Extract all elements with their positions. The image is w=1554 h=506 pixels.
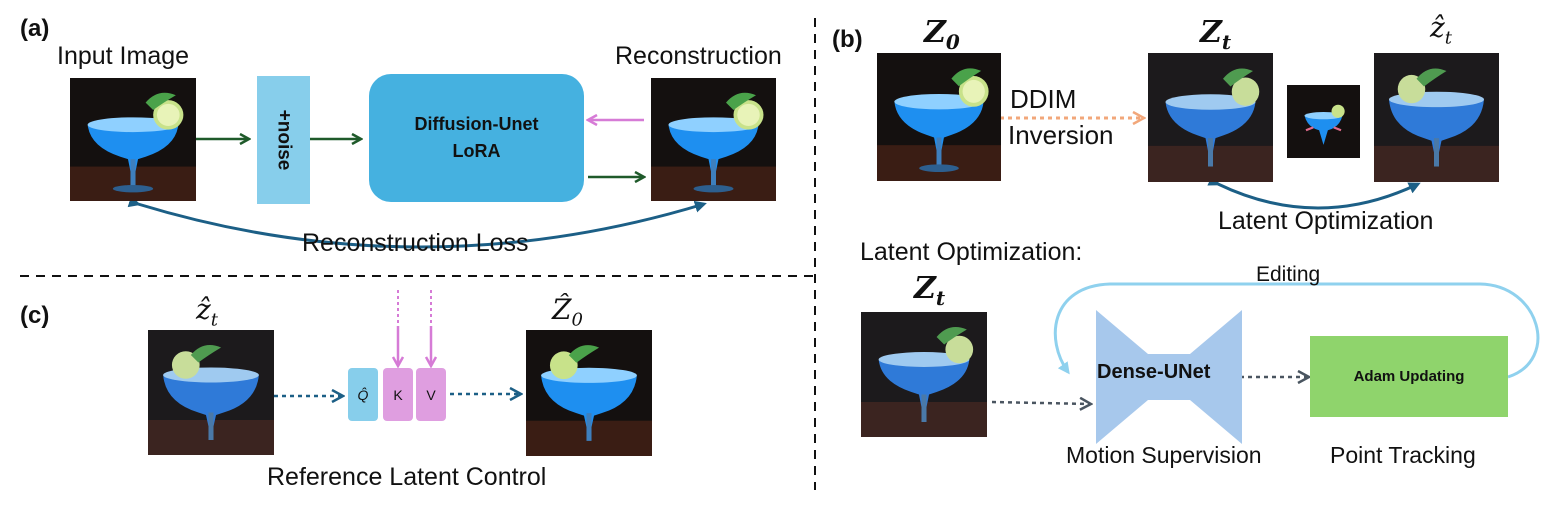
arrow-latent-optimization [1207,174,1421,210]
panel-label-a: (a) [20,15,50,42]
noise-label: +noise [273,109,295,171]
dense-unet-shape [1096,310,1242,444]
cocktail-image [1287,85,1360,158]
zhat-sub-c: t [210,309,218,331]
arrow-zt-to-unet [991,402,1090,404]
noise-box: +noise [257,76,310,204]
zt-image [1148,53,1273,182]
cocktail-image [861,312,987,437]
ddim-label: DDIM [1010,84,1077,114]
cocktail-image [651,78,776,201]
cocktail-image [70,78,196,201]
v-token: V [416,368,446,421]
small-edit-image [1287,85,1360,158]
zt2-sub: t [935,286,946,310]
zhat-sub-b: t [1444,27,1452,49]
reconstruction-label: Reconstruction [615,42,782,70]
z0-sub: 0 [945,30,960,54]
inversion-label: Inversion [1008,120,1114,150]
z0-base: Z [924,15,946,50]
reconstruction-loss-label: Reconstruction Loss [302,229,529,257]
panel-label-c: (c) [20,302,50,329]
z0hat-image [526,330,652,456]
latent-optimization-title: Latent Optimization: [860,238,1083,266]
z0hat-sub: 0 [571,309,583,331]
cocktail-image [148,330,274,455]
point-tracking-label: Point Tracking [1330,442,1476,468]
q-token: Q̂ [348,368,378,421]
lora-label: LoRA [452,141,501,161]
zt2-symbol: Zt [914,271,946,310]
cocktail-image [526,330,652,456]
zhat-image-c [148,330,274,455]
arrow-reconstruction-loss [127,195,707,249]
adam-updating-label: Adam Updating [1353,368,1465,385]
reconstruction-image [651,78,776,201]
input-image [70,78,196,201]
zt2-image [861,312,987,437]
cocktail-image [1374,53,1499,182]
k-label: K [393,386,403,403]
dense-unet-label: Dense-UNet [1097,361,1211,383]
diffusion-unet-label: Diffusion-Unet [414,114,539,134]
diffusion-unet-box: Diffusion-Unet LoRA [369,74,584,202]
reference-latent-control-label: Reference Latent Control [267,463,547,491]
z0-symbol: Z0 [924,15,960,54]
cocktail-image [877,53,1001,181]
arrow-editing-loop [1053,282,1540,379]
latent-optimization-label: Latent Optimization [1218,207,1434,235]
q-label: Q̂ [357,386,369,403]
v-label: V [426,386,436,403]
zhat-base-b: ẑ [1430,11,1445,44]
input-image-label: Input Image [57,42,190,70]
editing-label: Editing [1256,263,1321,286]
zt-symbol: Zt [1200,15,1232,54]
zt-base: Z [1200,15,1222,50]
adam-updating-box: Adam Updating [1310,336,1508,417]
k-token: K [383,368,413,421]
z0hat-base: Ẑ [552,293,572,326]
zhat-base-c: ẑ [196,293,211,326]
motion-supervision-label: Motion Supervision [1066,442,1262,468]
panel-label-b: (b) [832,26,863,53]
zhat-symbol-b: ẑt [1430,14,1452,48]
zhat-symbol-c: ẑt [196,296,218,330]
z0-image [877,53,1001,181]
zt-sub: t [1221,30,1232,54]
z0hat-symbol: Ẑ0 [552,296,583,330]
cocktail-image [1148,53,1273,182]
zhat-image-b [1374,53,1499,182]
zt2-base: Z [914,271,936,306]
